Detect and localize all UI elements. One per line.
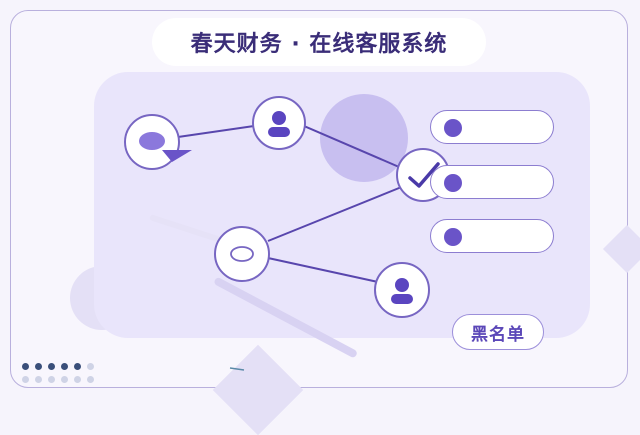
link-ring-check: [267, 185, 405, 242]
ring-node[interactable]: [214, 226, 270, 282]
page-title: 春天财务 · 在线客服系统: [152, 18, 486, 66]
link-ring-user: [267, 257, 379, 283]
list-item[interactable]: [430, 219, 554, 253]
chat-node[interactable]: [124, 114, 192, 170]
bullet-dot-icon: [444, 119, 462, 137]
check-icon: [408, 162, 440, 188]
user-avatar-icon: [391, 278, 413, 304]
user-node-top[interactable]: [252, 96, 306, 150]
decor-tick: [229, 367, 245, 371]
link-chat-user: [177, 125, 255, 138]
list-item[interactable]: [430, 165, 554, 199]
bullet-dot-icon: [444, 228, 462, 246]
chat-bubble-icon: [139, 132, 192, 162]
link-user-check: [303, 125, 407, 171]
user-node-bottom[interactable]: [374, 262, 430, 318]
bullet-dot-icon: [444, 174, 462, 192]
blacklist-button[interactable]: 黑名单: [452, 314, 544, 350]
connection-lines: [177, 125, 407, 371]
ring-icon: [230, 246, 254, 262]
decor-big-circle: [320, 94, 408, 182]
list-item[interactable]: [430, 110, 554, 144]
user-avatar-icon: [268, 111, 290, 137]
